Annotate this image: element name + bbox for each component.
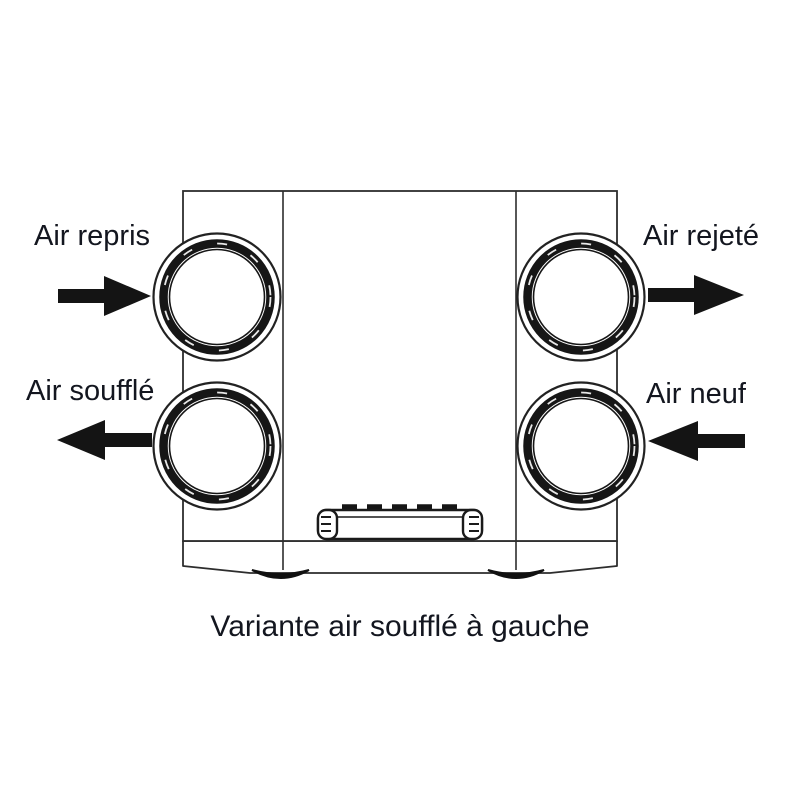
air-neuf-label: Air neuf <box>646 378 746 410</box>
air-repris-arrow-right-icon <box>58 276 151 316</box>
figure-caption: Variante air soufflé à gauche <box>210 610 590 643</box>
air-rejete-arrow-right-icon <box>648 275 744 315</box>
duct-port-bottom-right <box>518 383 645 510</box>
duct-port-bottom-left <box>154 383 281 510</box>
air-souffle-arrow-left-icon <box>57 420 152 460</box>
air-rejete-label: Air rejeté <box>643 220 760 252</box>
air-repris-label: Air repris <box>34 220 151 252</box>
duct-port-top-right <box>518 234 645 361</box>
unit-foot-left <box>251 569 310 579</box>
control-panel <box>316 504 484 541</box>
unit-foot-right <box>487 569 545 579</box>
control-panel-grips <box>321 516 479 532</box>
air-souffle-label: Air soufflé <box>26 375 155 407</box>
duct-port-top-left <box>154 234 281 361</box>
air-neuf-arrow-left-icon <box>648 421 745 461</box>
control-panel-bar <box>316 508 484 541</box>
unit-base-skirt <box>182 540 618 574</box>
